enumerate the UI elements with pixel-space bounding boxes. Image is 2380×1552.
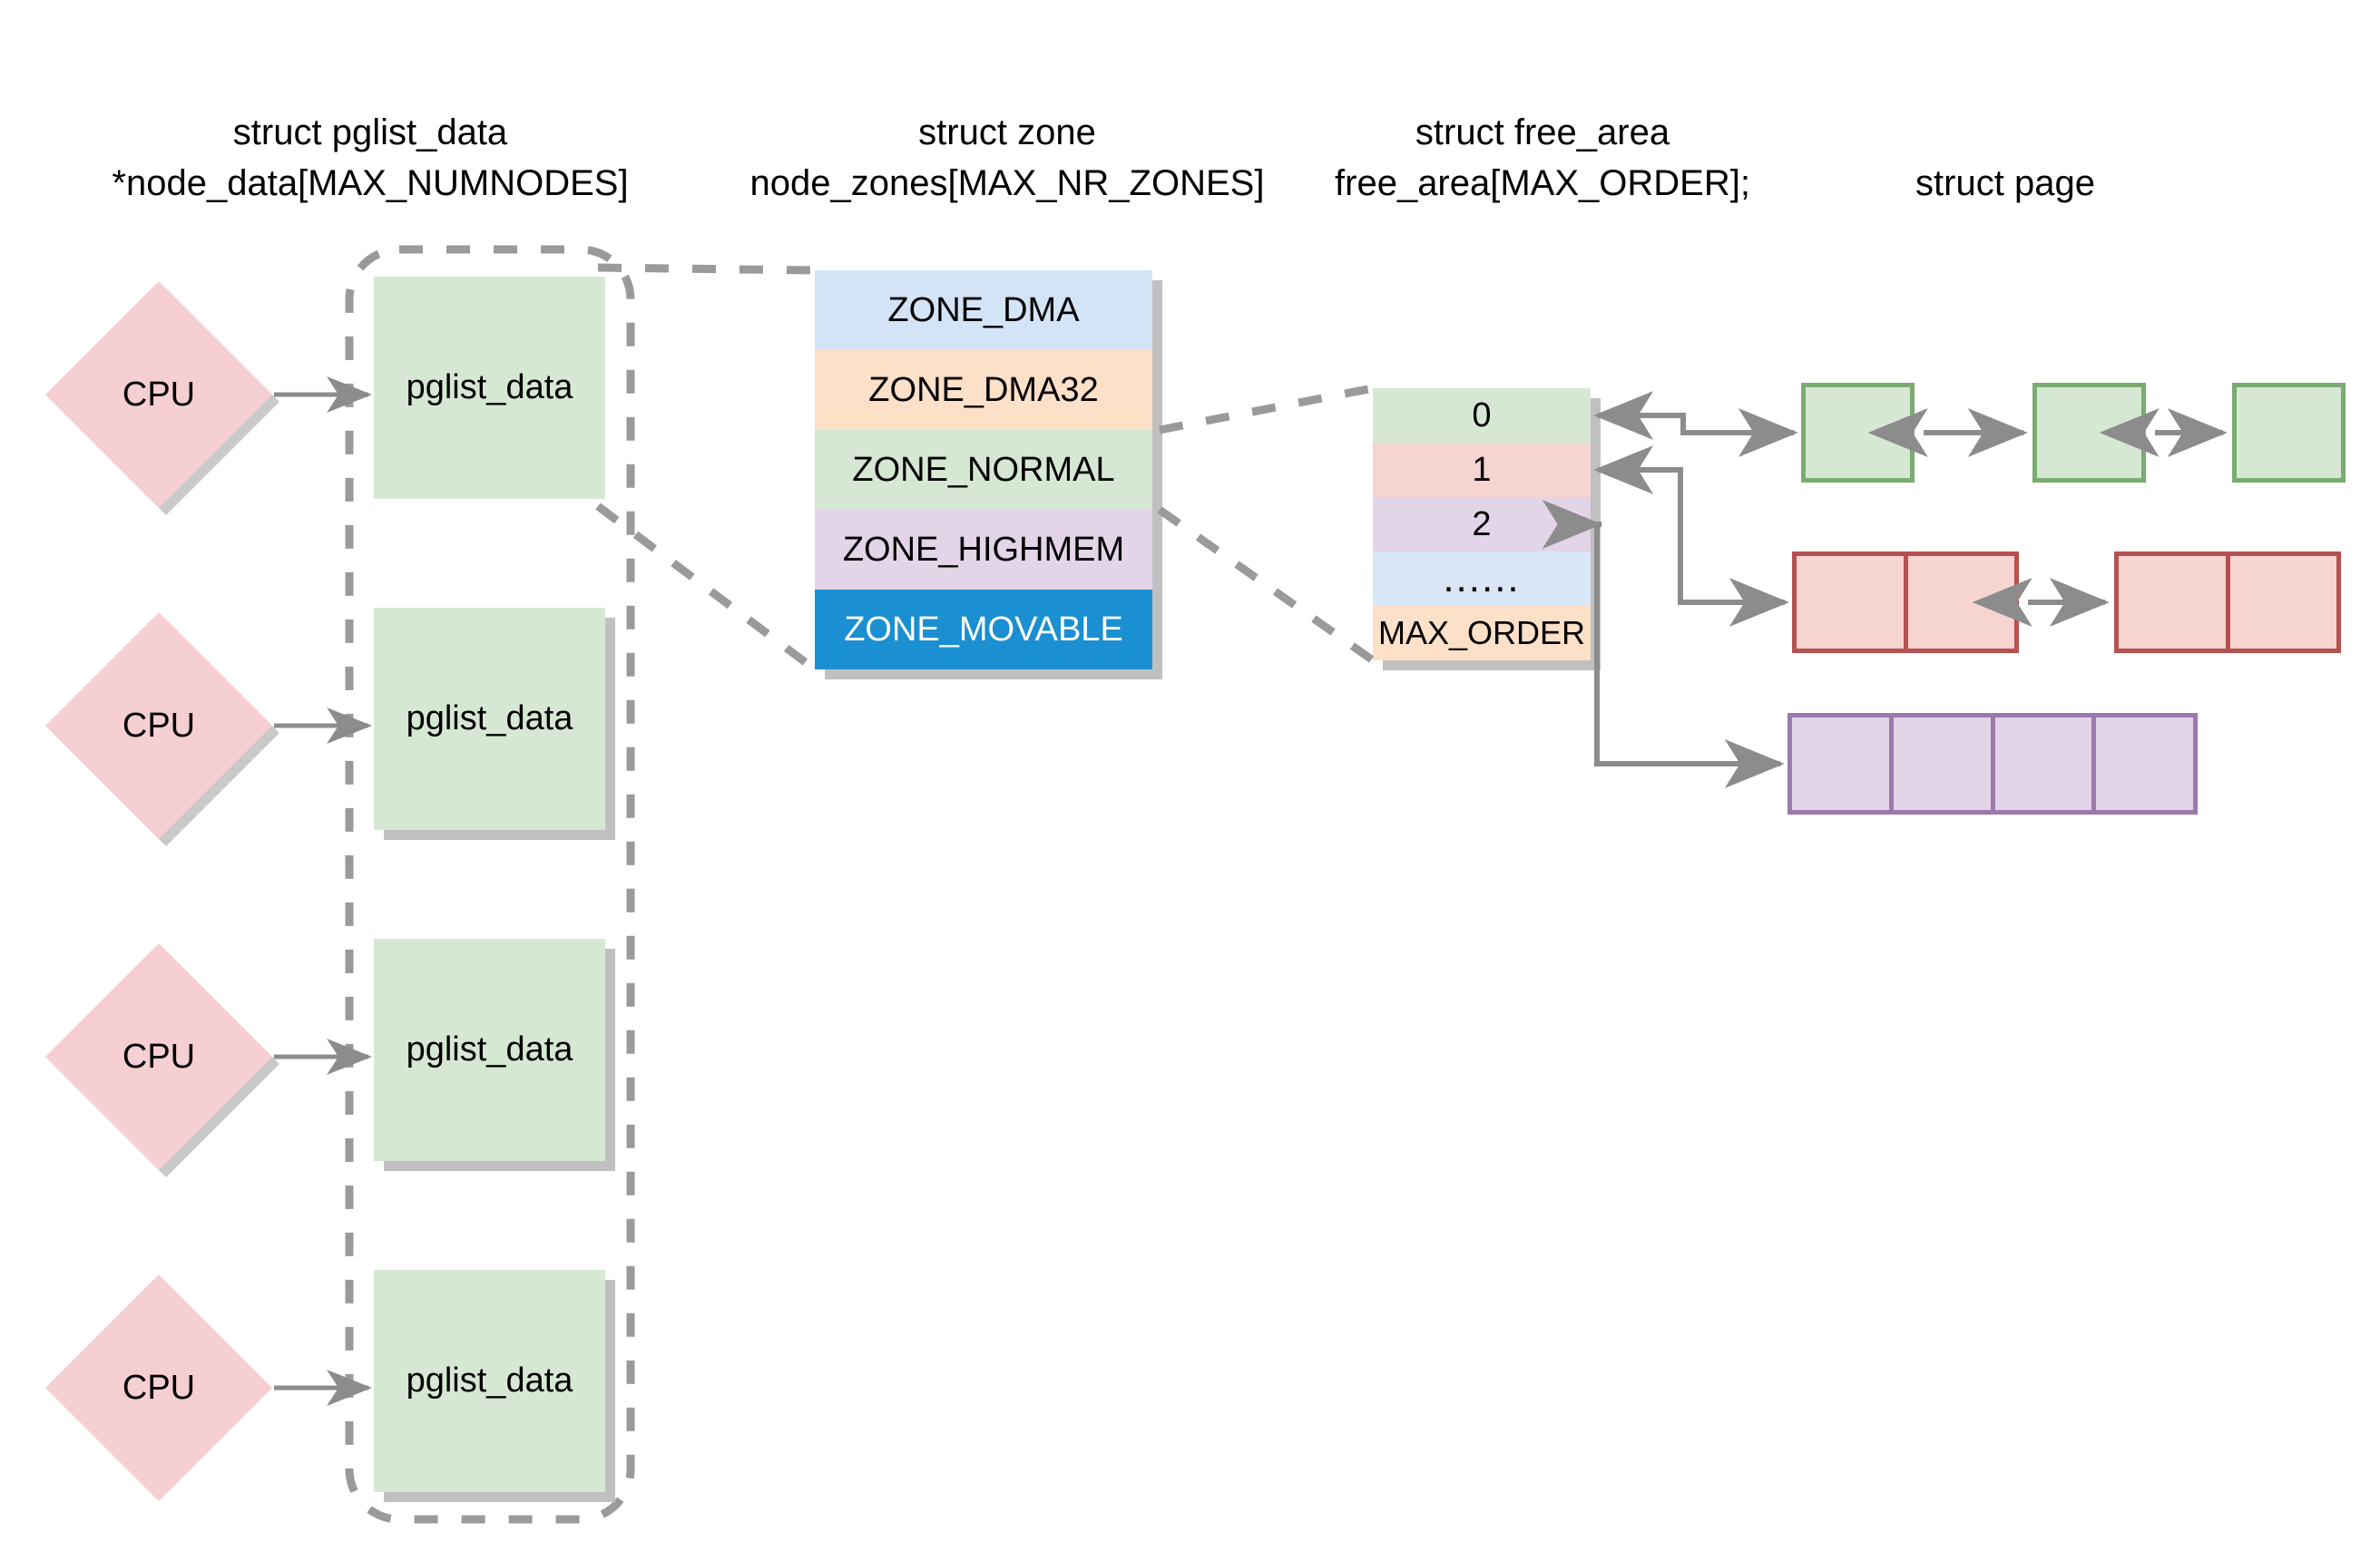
header-pglist-data: struct pglist_data *node_data[MAX_NUMNOD… bbox=[112, 112, 629, 203]
zone-row-zone-movable[interactable]: ZONE_MOVABLE bbox=[815, 590, 1152, 669]
zone-row-label: ZONE_DMA32 bbox=[868, 370, 1099, 409]
page-block-order1[interactable] bbox=[1792, 551, 2019, 653]
page-block-order0[interactable] bbox=[1801, 383, 1915, 483]
page-cell bbox=[2091, 717, 2193, 810]
page-block-order0[interactable] bbox=[2032, 383, 2146, 483]
cpu-node[interactable]: CPU bbox=[45, 1274, 272, 1501]
free-area-row-4[interactable]: MAX_ORDER bbox=[1373, 606, 1591, 660]
pglist-data-box[interactable]: pglist_data bbox=[374, 939, 605, 1161]
free-area-row-3[interactable]: ...... bbox=[1373, 551, 1591, 606]
page-block-order2[interactable] bbox=[1787, 713, 2198, 815]
cpu-label: CPU bbox=[122, 1368, 196, 1407]
zone-row-zone-dma32[interactable]: ZONE_DMA32 bbox=[815, 350, 1152, 430]
page-cell bbox=[2037, 387, 2141, 478]
free-area-row-label: 1 bbox=[1472, 450, 1492, 489]
free-area-row-label: ...... bbox=[1443, 556, 1521, 600]
zone-row-label: ZONE_NORMAL bbox=[852, 450, 1115, 489]
connector-free-area-0-to-page bbox=[1601, 408, 1798, 457]
header-free-area: struct free_area free_area[MAX_ORDER]; bbox=[1335, 112, 1750, 203]
free-area-table: 0 1 2...... MAX_ORDER bbox=[1373, 388, 1591, 660]
free-area-row-label: 2 bbox=[1472, 504, 1492, 543]
cpu-label: CPU bbox=[122, 706, 196, 745]
pglist-data-box[interactable]: pglist_data bbox=[374, 608, 605, 830]
free-area-row-1[interactable]: 1 bbox=[1373, 443, 1591, 497]
page-cell bbox=[2225, 556, 2337, 649]
cpu-label: CPU bbox=[122, 1037, 196, 1076]
header-zone: struct zone node_zones[MAX_NR_ZONES] bbox=[749, 112, 1265, 203]
page-cell bbox=[1990, 717, 2092, 810]
cpu-label: CPU bbox=[122, 375, 196, 414]
page-cell bbox=[1888, 717, 1991, 810]
page-cell bbox=[1806, 387, 1910, 478]
page-cell bbox=[1903, 556, 2015, 649]
free-area-row-label: 0 bbox=[1472, 395, 1492, 434]
cpu-node[interactable]: CPU bbox=[45, 612, 279, 846]
dashed-zone-to-free-area-bottom bbox=[1157, 506, 1376, 664]
header-page: struct page bbox=[1915, 163, 2095, 203]
free-area-row-0[interactable]: 0 bbox=[1373, 388, 1591, 443]
dashed-pglist-to-zone-top bbox=[597, 263, 816, 275]
page-block-order0[interactable] bbox=[2232, 383, 2346, 483]
connector-free-area-2-to-page bbox=[1594, 522, 1785, 788]
free-area-row-2[interactable]: 2 bbox=[1373, 497, 1591, 551]
page-cell bbox=[1797, 556, 1904, 649]
zone-row-zone-highmem[interactable]: ZONE_HIGHMEM bbox=[815, 510, 1152, 590]
page-cell bbox=[2237, 387, 2341, 478]
page-cell bbox=[1792, 717, 1889, 810]
page-cell bbox=[2119, 556, 2226, 649]
page-block-order1[interactable] bbox=[2114, 551, 2341, 653]
cpu-node[interactable]: CPU bbox=[45, 943, 279, 1177]
zone-row-label: ZONE_DMA bbox=[887, 290, 1080, 329]
zone-row-zone-normal[interactable]: ZONE_NORMAL bbox=[815, 430, 1152, 510]
dashed-pglist-to-zone-bottom bbox=[595, 503, 818, 673]
pglist-data-box[interactable]: pglist_data bbox=[374, 1270, 605, 1492]
cpu-node[interactable]: CPU bbox=[45, 281, 279, 515]
zone-row-label: ZONE_HIGHMEM bbox=[842, 530, 1125, 569]
zone-row-label: ZONE_MOVABLE bbox=[844, 610, 1123, 649]
zone-row-zone-dma[interactable]: ZONE_DMA bbox=[815, 270, 1152, 350]
dashed-zone-to-free-area-top bbox=[1159, 384, 1374, 434]
free-area-row-label: MAX_ORDER bbox=[1377, 614, 1586, 651]
pglist-data-box[interactable]: pglist_data bbox=[374, 277, 605, 499]
connector-free-area-1-to-page bbox=[1601, 467, 1789, 627]
